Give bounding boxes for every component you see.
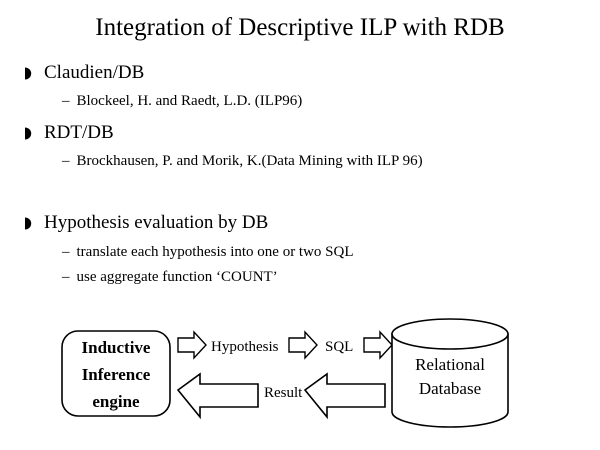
bullet-item-rdt: RDT/DB — [24, 122, 114, 144]
arrow-hypothesis-to-sql — [288, 330, 318, 360]
flow-label-hypothesis: Hypothesis — [211, 339, 279, 355]
sub-bullet-label: Blockeel, H. and Raedt, L.D. (ILP96) — [76, 93, 303, 109]
page-title: Integration of Descriptive ILP with RDB — [95, 14, 505, 41]
bullet-label: RDT/DB — [44, 122, 114, 143]
sub-bullet-dash-icon: – — [62, 269, 70, 285]
sub-item-rdt-ref: – Brockhausen, P. and Morik, K.(Data Min… — [62, 152, 423, 171]
half-disc-bullet-icon — [25, 127, 32, 140]
engine-box-line-2: Inference — [82, 365, 151, 384]
sub-bullet-label: Brockhausen, P. and Morik, K.(Data Minin… — [76, 153, 423, 169]
sub-bullet-dash-icon: – — [62, 244, 70, 260]
process-flow-diagram: Inductive Inference engine Hypothesis SQ… — [0, 300, 600, 450]
engine-box-line-3: engine — [92, 392, 140, 411]
sub-bullet-label: translate each hypothesis into one or tw… — [76, 244, 354, 260]
sub-item-claudien-ref: – Blockeel, H. and Raedt, L.D. (ILP96) — [62, 92, 302, 111]
arrow-engine-to-hypothesis — [177, 330, 207, 360]
engine-box: Inductive Inference engine — [61, 330, 171, 417]
engine-box-line-1: Inductive — [82, 338, 151, 357]
sub-bullet-dash-icon: – — [62, 153, 70, 169]
sub-bullet-dash-icon: – — [62, 93, 70, 109]
half-disc-bullet-icon — [25, 217, 32, 230]
sub-bullet-label: use aggregate function ‘COUNT’ — [76, 269, 278, 285]
database-line-1: Relational — [415, 355, 485, 374]
bullet-item-claudien: Claudien/DB — [24, 62, 144, 84]
flow-label-sql: SQL — [325, 339, 353, 355]
arrow-result-to-engine — [176, 372, 259, 420]
arrow-sql-to-database — [363, 330, 393, 360]
bullet-label: Hypothesis evaluation by DB — [44, 212, 269, 233]
sub-item-aggregate-count: – use aggregate function ‘COUNT’ — [62, 268, 278, 287]
database-line-2: Database — [419, 379, 481, 398]
flow-label-result: Result — [264, 385, 303, 401]
database-cylinder: Relational Database — [391, 318, 509, 428]
half-disc-bullet-icon — [25, 67, 32, 80]
arrow-database-to-result — [303, 372, 386, 420]
bullet-item-hypothesis-evaluation: Hypothesis evaluation by DB — [24, 212, 268, 234]
bullet-label: Claudien/DB — [44, 62, 145, 83]
sub-item-translate-sql: – translate each hypothesis into one or … — [62, 243, 354, 262]
